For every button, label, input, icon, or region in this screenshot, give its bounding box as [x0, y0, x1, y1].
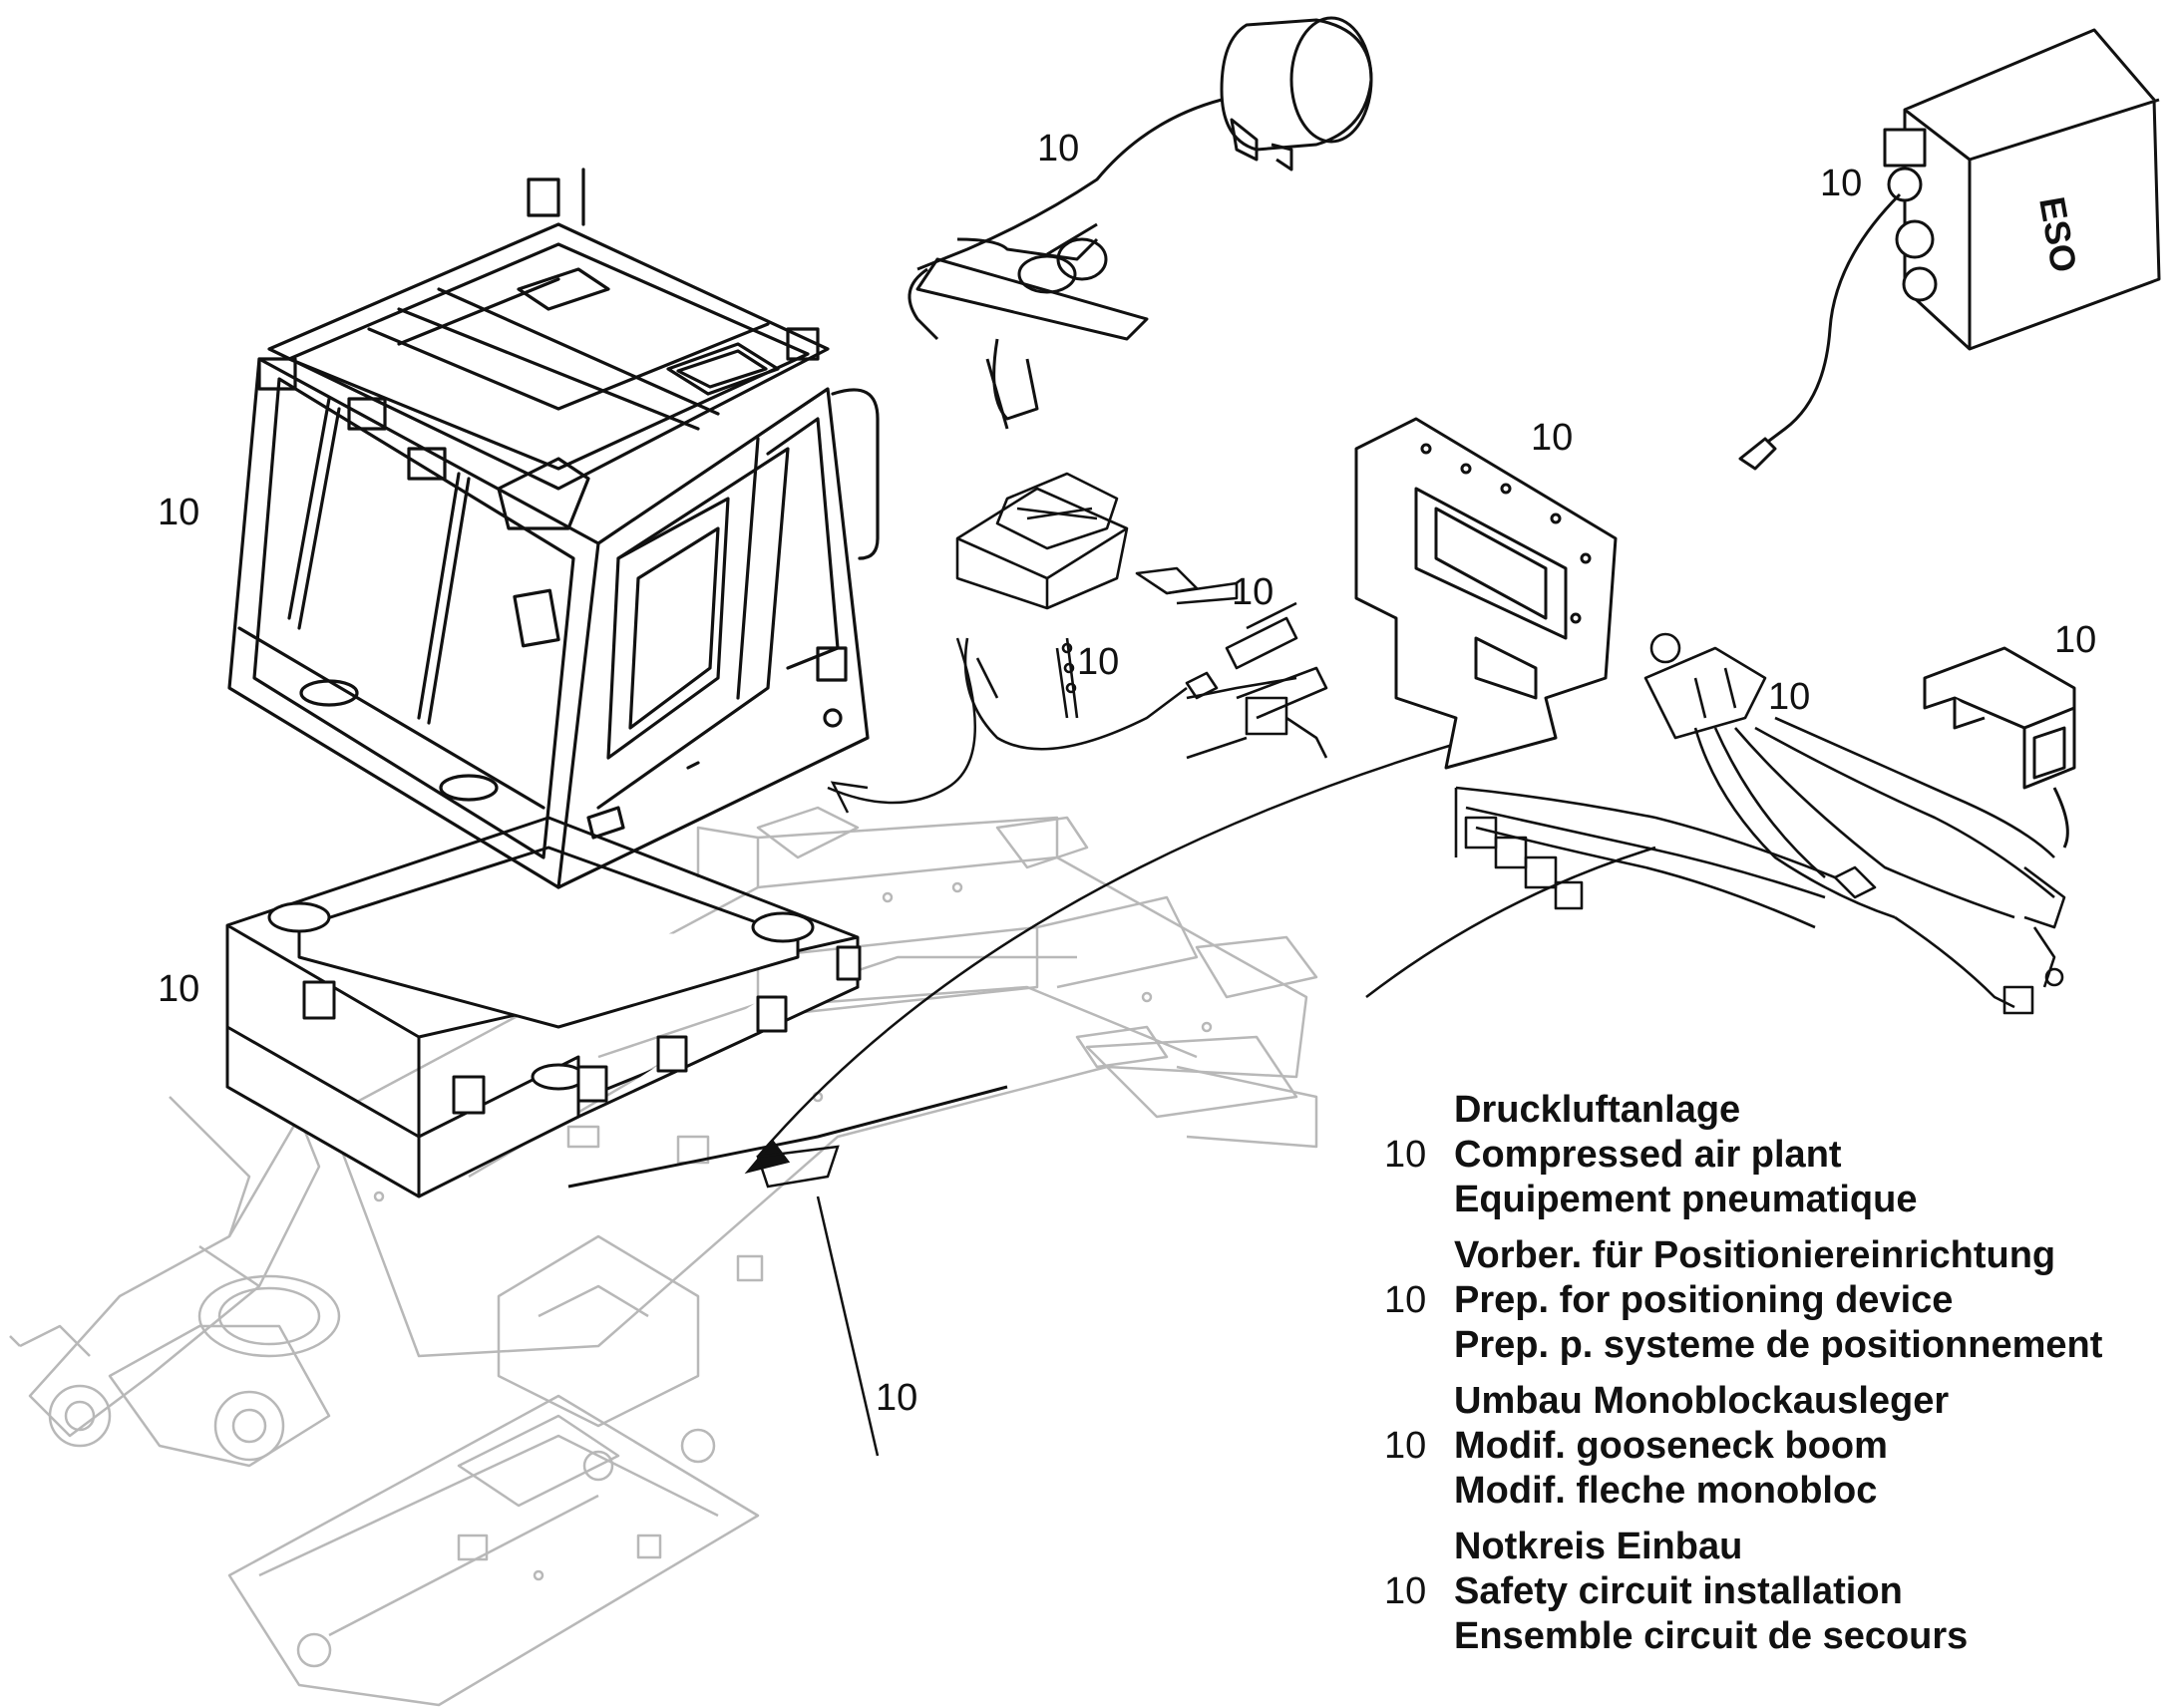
small-bracket — [1923, 646, 2076, 849]
callout-label: 10 — [1820, 163, 1863, 204]
callout-label: 10 — [1077, 641, 1120, 683]
valve-harness — [1365, 632, 2066, 1015]
legend-quantity: 10 — [1384, 1570, 1427, 1612]
control-box-eso: ESO — [1738, 28, 2161, 471]
legend-english: Prep. for positioning device — [1454, 1279, 1954, 1321]
legend-french: Prep. p. systeme de positionnement — [1454, 1324, 2103, 1366]
callout-label: 10 — [158, 968, 200, 1010]
legend-french: Ensemble circuit de secours — [1454, 1615, 1969, 1657]
legend-french: Equipement pneumatique — [1454, 1179, 1918, 1220]
callout-label: 10 — [158, 492, 200, 533]
legend-quantity: 10 — [1384, 1425, 1427, 1467]
operator-cab — [227, 168, 880, 889]
controller-unit — [955, 472, 1328, 760]
compressed-air-assembly — [908, 16, 1373, 430]
legend-quantity: 10 — [1384, 1134, 1427, 1176]
legend-english: Safety circuit installation — [1454, 1570, 1903, 1612]
legend-french: Modif. fleche monobloc — [1454, 1470, 1878, 1512]
legend-entry: Druckluftanlage 10 Compressed air plant E… — [1384, 1089, 2172, 1223]
callout-label: 10 — [1232, 571, 1274, 613]
leader-arrows — [744, 637, 1477, 1457]
legend-entry: Umbau Monoblockausleger 10 Modif. goosene… — [1384, 1380, 2172, 1515]
callout-label: 10 — [2054, 619, 2097, 661]
legend-entry: Notkreis Einbau 10 Safety circuit install… — [1384, 1526, 2172, 1660]
legend-english: Modif. gooseneck boom — [1454, 1425, 1888, 1467]
callout-label: 10 — [876, 1377, 918, 1419]
cab-mounting-frame — [225, 816, 1008, 1198]
legend-german: Druckluftanlage — [1454, 1089, 1741, 1131]
parts-legend: Druckluftanlage 10 Compressed air plant E… — [1384, 1089, 2172, 1671]
legend-german: Vorber. für Positioniereinrichtung — [1454, 1234, 2056, 1276]
callout-label: 10 — [1768, 676, 1811, 718]
callout-label: 10 — [1531, 417, 1574, 459]
legend-english: Compressed air plant — [1454, 1134, 1842, 1176]
legend-german: Umbau Monoblockausleger — [1454, 1380, 1950, 1422]
legend-quantity: 10 — [1384, 1279, 1427, 1321]
undercarriage-frame-ghost — [9, 806, 1318, 1707]
legend-german: Notkreis Einbau — [1454, 1526, 1743, 1567]
mounting-panel — [1354, 417, 1618, 770]
callout-label: 10 — [1037, 128, 1080, 170]
